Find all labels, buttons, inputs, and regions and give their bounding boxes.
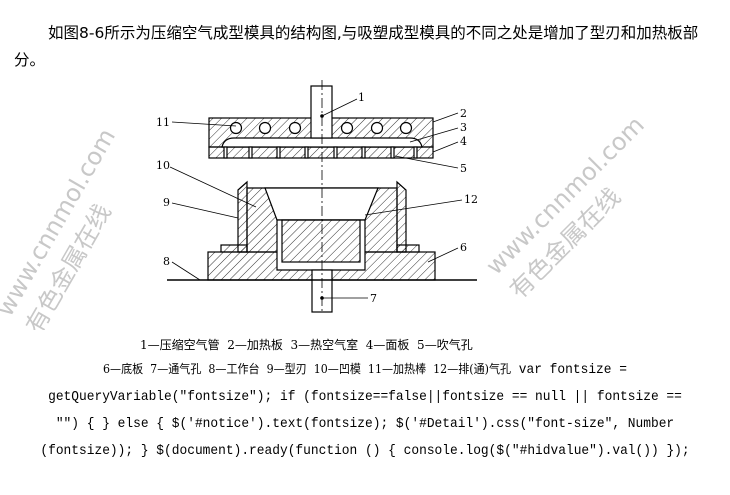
caption-line-2: 6—底板 7—通气孔 8—工作台 9—型刃 10—凹模 11—加热棒 12—排(… (103, 362, 512, 376)
leader-lines (169, 98, 463, 299)
label-3: 3 (460, 121, 467, 134)
label-11: 11 (156, 116, 170, 129)
blow-holes (223, 146, 418, 159)
heating-rods (229, 121, 413, 135)
label-12: 12 (464, 193, 478, 206)
label-1: 1 (358, 91, 365, 104)
label-5: 5 (460, 162, 467, 175)
label-8: 8 (163, 255, 170, 268)
insert (281, 219, 361, 263)
caption-line-1: 1—压缩空气管 2—加热板 3—热空气室 4—面板 5—吹气孔 (140, 338, 473, 352)
label-4: 4 (460, 135, 467, 148)
label-6: 6 (460, 241, 467, 254)
mold-diagram: www.cnnmol.com 有色金属在线 有色金属在线 www.cnnmol.… (0, 80, 650, 330)
air-pipe (310, 85, 333, 139)
blade-left (237, 180, 248, 253)
label-7: 7 (370, 292, 377, 305)
label-9: 9 (163, 196, 170, 209)
caption-and-code: 6—底板 7—通气孔 8—工作台 9—型刃 10—凹模 11—加热棒 12—排(… (38, 356, 691, 465)
label-2: 2 (460, 107, 467, 120)
label-10: 10 (156, 159, 170, 172)
face-plate (208, 146, 434, 159)
intro-paragraph: 如图8-6所示为压缩空气成型模具的结构图,与吸塑成型模具的不同之处是增加了型刃和… (14, 24, 699, 69)
blade-right (396, 180, 407, 253)
leaked-script-text: var fontsize = getQueryVariable("fontsiz… (40, 362, 690, 459)
